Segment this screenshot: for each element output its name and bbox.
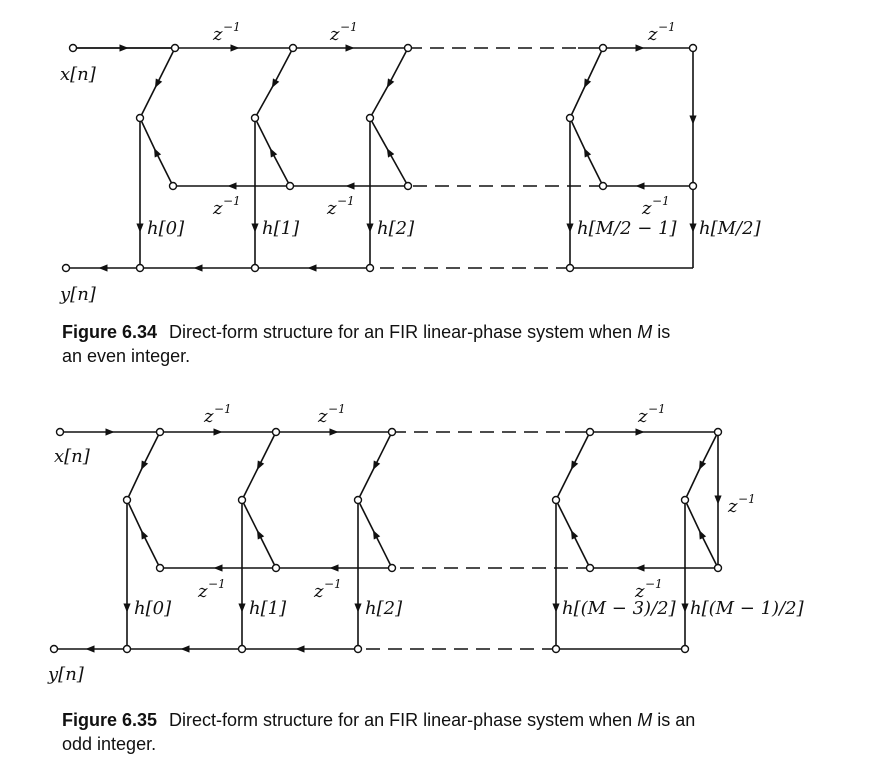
caption-variable: M [637, 710, 653, 730]
delay-exponent: −1 [208, 577, 226, 591]
delay-exponent: −1 [652, 194, 670, 208]
delay-label: z [329, 24, 340, 45]
delay-exponent: −1 [340, 20, 358, 34]
coefficient-label: h[(M − 3)/2] [562, 598, 677, 619]
fig34-input-label: x[n] [60, 64, 97, 85]
fig34-coefficients: h[0] h[1] h[2] h[M/2 − 1] h[M/2] [147, 218, 762, 239]
delay-label: z [313, 581, 324, 602]
caption-text: odd integer. [62, 734, 157, 754]
delay-exponent: −1 [214, 402, 232, 416]
delay-exponent: −1 [648, 402, 666, 416]
delay-exponent: −1 [337, 194, 355, 208]
delay-label: z [212, 198, 223, 219]
delay-exponent: −1 [328, 402, 346, 416]
coefficient-label: h[0] [147, 218, 185, 239]
delay-label: z [634, 581, 645, 602]
delay-label: z [637, 406, 648, 427]
delay-exponent: −1 [324, 577, 342, 591]
caption-variable: M [637, 322, 653, 342]
figure-6-34-diagram [66, 44, 697, 272]
delay-label: z [641, 198, 652, 219]
fig35-input-label: x[n] [54, 446, 91, 467]
figure-6-35-nodes [49, 427, 723, 654]
coefficient-label: h[(M − 1)/2] [690, 598, 805, 619]
fig34-delay-labels: z −1 z −1 z −1 z −1 z −1 z −1 [212, 20, 676, 219]
coefficient-label: h[M/2] [699, 218, 762, 239]
delay-exponent: −1 [223, 194, 241, 208]
delay-exponent: −1 [738, 492, 756, 506]
delay-label: z [317, 406, 328, 427]
delay-label: z [647, 24, 658, 45]
figure-6-34-nodes [61, 43, 698, 273]
coefficient-label: h[M/2 − 1] [577, 218, 678, 239]
delay-label: z [727, 496, 738, 517]
delay-exponent: −1 [223, 20, 241, 34]
caption-text: Direct-form structure for an FIR linear-… [169, 710, 638, 730]
delay-label: z [212, 24, 223, 45]
coefficient-label: h[1] [249, 598, 287, 619]
figure-6-34-caption: Figure 6.34 Direct-form structure for an … [62, 320, 822, 368]
fig35-delay-labels: z −1 z −1 z −1 z −1 z −1 z −1 z −1 [197, 402, 756, 602]
caption-number: Figure 6.34 [62, 322, 158, 342]
fig35-coefficients: h[0] h[1] h[2] h[(M − 3)/2] h[(M − 1)/2] [134, 598, 805, 619]
delay-label: z [203, 406, 214, 427]
coefficient-label: h[2] [365, 598, 403, 619]
caption-text: an even integer. [62, 346, 191, 366]
caption-text: is [652, 322, 671, 342]
caption-text: is an [652, 710, 696, 730]
delay-label: z [197, 581, 208, 602]
delay-exponent: −1 [658, 20, 676, 34]
delay-exponent: −1 [645, 577, 663, 591]
delay-label: z [326, 198, 337, 219]
coefficient-label: h[1] [262, 218, 300, 239]
caption-number: Figure 6.35 [62, 710, 158, 730]
fig34-output-label: y[n] [59, 284, 97, 305]
coefficient-label: h[0] [134, 598, 172, 619]
caption-text: Direct-form structure for an FIR linear-… [169, 322, 638, 342]
coefficient-label: h[2] [377, 218, 415, 239]
fig35-output-label: y[n] [47, 664, 85, 685]
figure-6-35-caption: Figure 6.35 Direct-form structure for an … [62, 708, 842, 756]
